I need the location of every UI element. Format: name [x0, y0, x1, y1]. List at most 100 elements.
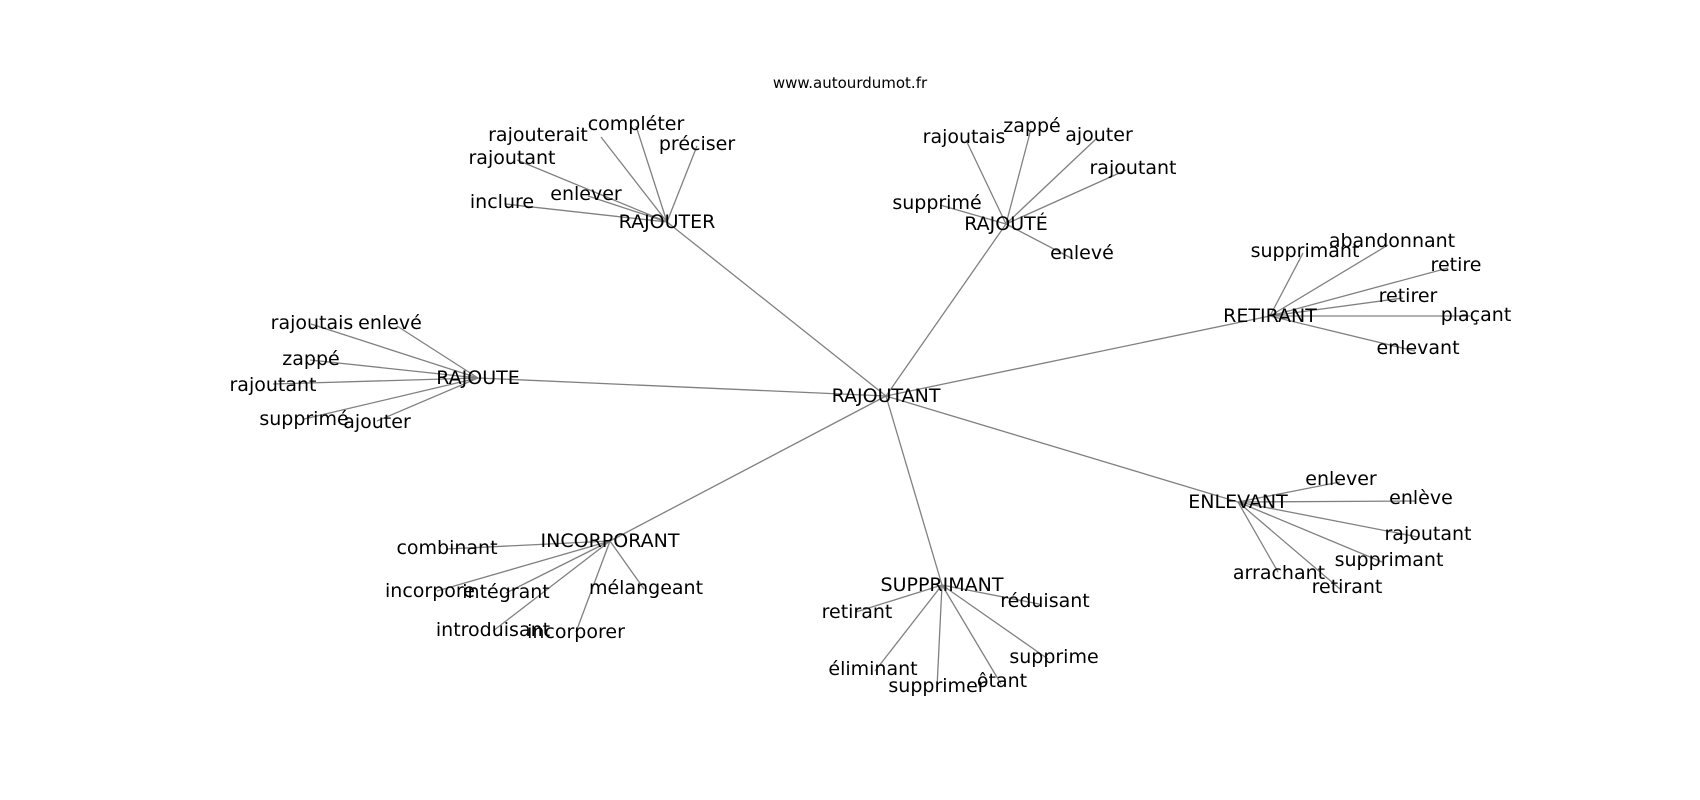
related-word: supprimer: [888, 675, 985, 697]
related-word: plaçant: [1441, 304, 1512, 326]
edge-hub-to-word: [505, 540, 611, 594]
hub-word: RAJOUTER: [619, 211, 716, 233]
related-word: zappé: [1003, 115, 1060, 137]
related-word: intégrant: [462, 581, 549, 603]
related-word: rajoutant: [1090, 157, 1177, 179]
edge-hub-to-word: [939, 204, 1007, 225]
related-word: enlève: [1389, 487, 1453, 509]
related-word: arrachant: [1233, 562, 1325, 584]
edge-hub-to-word: [516, 159, 668, 223]
edge-hub-to-word: [1237, 501, 1341, 590]
edge-hub-to-word: [492, 540, 611, 632]
edge-hub-to-word: [1237, 481, 1341, 503]
related-word: préciser: [659, 133, 735, 155]
related-word: supprime: [1009, 646, 1098, 668]
related-word: enlever: [550, 183, 622, 205]
edge-hub-to-word: [666, 145, 698, 223]
center-word: RAJOUTANT: [832, 385, 941, 407]
edge-hub-to-word: [1005, 138, 1097, 225]
edge-center-to-hub: [885, 223, 1007, 397]
edge-hub-to-word: [396, 325, 479, 379]
edge-center-to-hub: [885, 395, 943, 586]
edge-hub-to-word: [310, 323, 479, 379]
related-word: enlevé: [358, 312, 422, 334]
edge-hub-to-word: [1005, 223, 1074, 260]
related-word: supprimé: [259, 408, 348, 430]
edge-hub-to-word: [1005, 169, 1127, 225]
edge-hub-to-word: [1269, 315, 1416, 352]
edge-hub-to-word: [1269, 267, 1449, 317]
related-word: enlevé: [1050, 242, 1114, 264]
edge-center-to-hub: [885, 315, 1271, 397]
edge-hub-to-word: [272, 377, 479, 385]
related-word: retirer: [1379, 285, 1438, 307]
edge-center-to-hub: [885, 395, 1239, 503]
edge-center-to-hub: [666, 221, 887, 397]
edge-hub-to-word: [587, 195, 668, 223]
edge-hub-to-word: [941, 584, 1049, 660]
edge-hub-to-word: [1237, 501, 1419, 538]
hub-word: INCORPORANT: [541, 530, 680, 552]
related-word: éliminant: [828, 658, 917, 680]
related-word: introduisant: [436, 619, 550, 641]
edge-hub-to-word: [874, 584, 943, 672]
related-word: rajoutais: [923, 126, 1006, 148]
hub-word: RAJOUTÉ: [964, 212, 1048, 235]
edge-hub-to-word: [1237, 501, 1383, 563]
related-word: supprimé: [892, 192, 981, 214]
related-word: supprimant: [1335, 549, 1444, 571]
site-watermark: www.autourdumot.fr: [773, 74, 928, 92]
related-word: combinant: [396, 537, 497, 559]
related-word: retire: [1431, 254, 1482, 276]
edge-hub-to-word: [504, 203, 668, 223]
edge-hub-to-word: [303, 377, 479, 420]
edge-center-to-hub: [609, 395, 887, 542]
hub-word: RETIRANT: [1223, 305, 1317, 327]
related-word: compléter: [588, 113, 685, 135]
related-word: rajoutant: [1385, 523, 1472, 545]
related-word: rajouterait: [488, 124, 588, 146]
edge-hub-to-word: [635, 125, 668, 223]
related-word: enlever: [1305, 468, 1377, 490]
edge-hub-to-word: [309, 359, 479, 379]
related-word: incorporer: [527, 621, 625, 643]
edge-hub-to-word: [376, 377, 479, 422]
related-word: ajouter: [1065, 124, 1133, 146]
related-word: retirant: [1312, 576, 1383, 598]
edge-hub-to-word: [1269, 244, 1389, 317]
related-word: rajoutais: [271, 312, 354, 334]
related-word: abandonnant: [1329, 230, 1455, 252]
edge-center-to-hub: [477, 377, 887, 397]
hub-word: RAJOUTE: [436, 367, 520, 389]
related-word: rajoutant: [469, 147, 556, 169]
related-word: supprimant: [1251, 240, 1360, 262]
related-word: inclure: [470, 191, 534, 213]
edge-hub-to-word: [1237, 500, 1416, 503]
related-word: rajoutant: [230, 374, 317, 396]
edge-hub-to-word: [1237, 501, 1279, 573]
related-word: zappé: [282, 348, 339, 370]
edge-hub-to-word: [1005, 128, 1032, 225]
hub-word: ENLEVANT: [1188, 491, 1288, 513]
graph-edges: [272, 125, 1470, 689]
edge-hub-to-word: [1269, 297, 1404, 317]
related-word: incorpore: [385, 580, 475, 602]
edge-hub-to-word: [436, 540, 611, 592]
edge-hub-to-word: [609, 540, 645, 590]
edge-hub-to-word: [941, 584, 1002, 685]
related-word: ajouter: [343, 411, 411, 433]
edge-hub-to-word: [855, 584, 943, 613]
hub-word: SUPPRIMANT: [881, 574, 1004, 596]
edge-hub-to-word: [941, 584, 1040, 605]
edge-hub-to-word: [936, 584, 943, 689]
related-word: retirant: [822, 601, 893, 623]
edge-hub-to-word: [1269, 252, 1304, 317]
edge-hub-to-word: [600, 136, 668, 223]
related-word: mélangeant: [589, 577, 703, 599]
edge-hub-to-word: [965, 139, 1007, 225]
related-word: ôtant: [977, 670, 1027, 692]
related-word: enlevant: [1376, 337, 1459, 359]
edge-hub-to-word: [575, 540, 611, 633]
